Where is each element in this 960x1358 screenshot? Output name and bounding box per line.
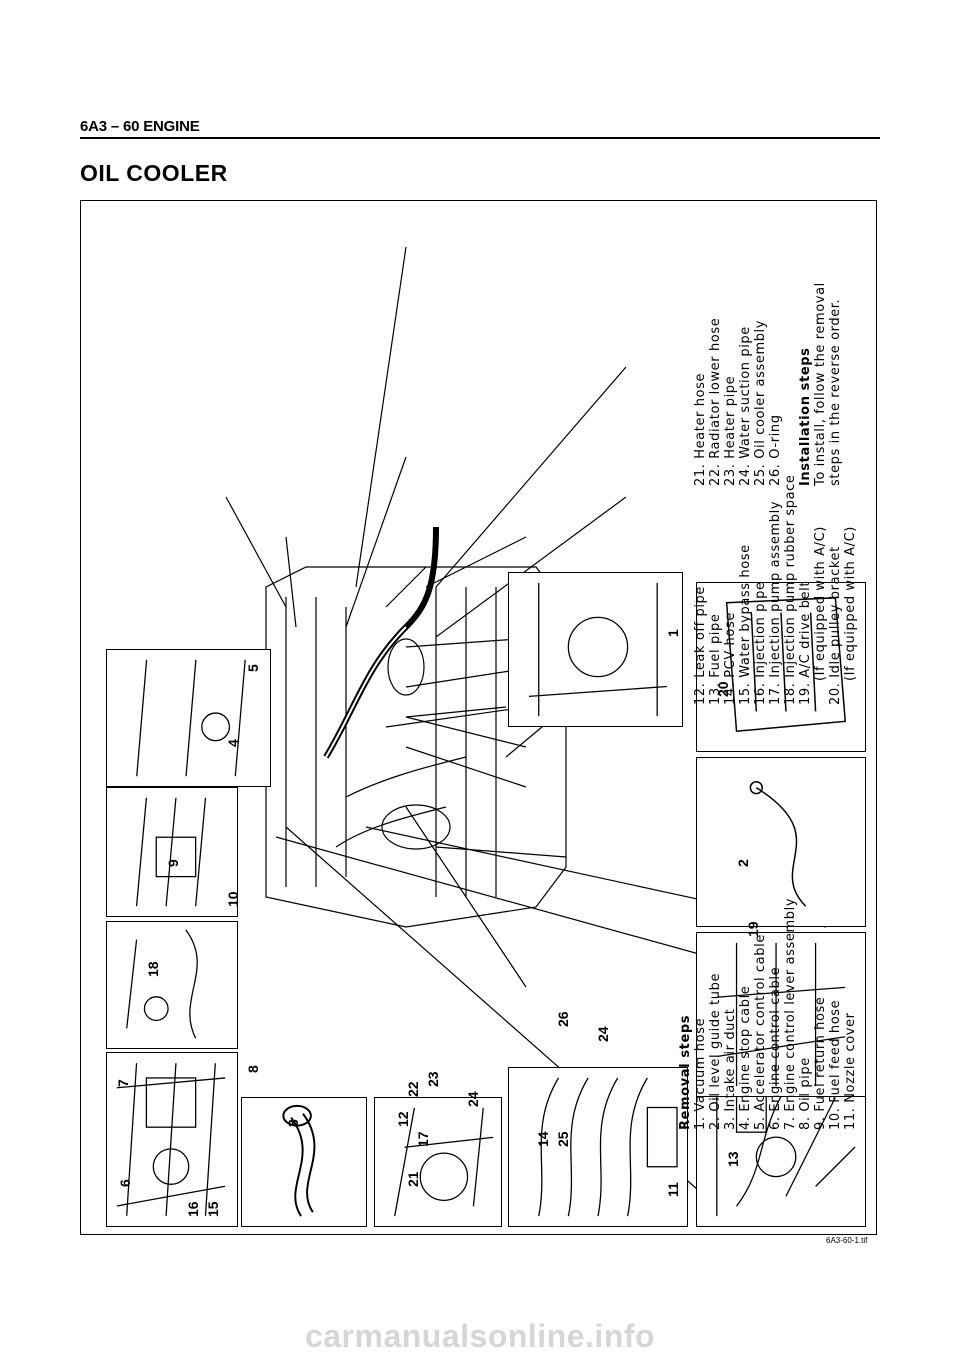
- removal-step: 7. Engine control lever assembly: [783, 897, 798, 1130]
- removal-step: 12. Leak off pipe: [693, 586, 708, 705]
- callout-7: 7: [115, 1079, 131, 1087]
- removal-heading-visible: Removal steps: [678, 1014, 693, 1130]
- figure-file-id: 6A3-60-1.tif: [826, 1236, 868, 1245]
- callout-24: 25: [555, 1131, 571, 1147]
- removal-step: 25. Oil cooler assembly: [753, 319, 768, 486]
- callout-25: 24: [595, 1026, 611, 1042]
- installation-line: To install, follow the removal: [813, 282, 828, 486]
- callout-12b: 12: [395, 1111, 411, 1127]
- callout-10: 10: [225, 891, 241, 907]
- removal-step: 13. Fuel pipe: [708, 613, 723, 705]
- callout-6: 6: [117, 1179, 133, 1187]
- removal-step: 2. Oil level guide tube: [708, 972, 723, 1130]
- inset-6-7-8: [106, 1052, 238, 1227]
- removal-step: 4. Engine stop cable: [738, 985, 753, 1130]
- callout-16: 14: [535, 1131, 551, 1147]
- removal-step-note: (If equipped with A/C): [813, 526, 828, 681]
- removal-step: 3. Intake air duct: [723, 1008, 738, 1130]
- figure-frame: [80, 200, 877, 1235]
- removal-steps-block: Removal steps 1. Vacuum hose 2. Oil leve…: [678, 880, 858, 1130]
- removal-step: 8. Oil pipe: [798, 1057, 813, 1130]
- header-rule: [80, 137, 880, 139]
- inset-2: [696, 757, 866, 927]
- callout-4: 4: [225, 739, 241, 747]
- removal-step: 20. Idle pulley bracket: [828, 546, 843, 705]
- callout-13: 17: [415, 1131, 431, 1147]
- callout-9: 9: [165, 859, 181, 867]
- oil-cooler-illustration: 13 14 11 17 12 3 7 8 6 15 16 18 9 10 4 5…: [106, 227, 866, 1227]
- callout-8: 8: [245, 1065, 261, 1073]
- inset-16: [508, 1067, 688, 1227]
- removal-step-note: (If equipped with A/C): [843, 526, 858, 681]
- removal-steps-col3: 21. Heater hose 22. Radiator lower hose …: [693, 236, 843, 486]
- removal-step: 26. O-ring: [768, 414, 783, 486]
- removal-step: 16. Injection pipe: [753, 581, 768, 705]
- removal-step: 14. PCV hose: [723, 612, 738, 705]
- removal-step: 15. Water bypass hose: [738, 544, 753, 705]
- page-title: OIL COOLER: [80, 160, 228, 186]
- inset-14: [106, 921, 238, 1049]
- removal-step: 19. A/C drive belt: [798, 580, 813, 705]
- callout-5: 5: [245, 664, 261, 672]
- removal-step: 6. Engine control cable: [768, 966, 783, 1130]
- removal-steps-col2: 12. Leak off pipe 13. Fuel pipe 14. PCV …: [693, 455, 858, 705]
- removal-step: 24. Water suction pipe: [738, 326, 753, 486]
- inset-3: [241, 1097, 367, 1227]
- page-header: 6A3 – 60 ENGINE: [80, 118, 200, 135]
- callout-22: 24: [465, 1091, 481, 1107]
- removal-step: 5. Accelerator control cable: [753, 934, 768, 1130]
- callout-21: 23: [425, 1071, 441, 1087]
- removal-step: 11. Nozzle cover: [843, 1012, 858, 1130]
- removal-step: 23. Heater pipe: [723, 375, 738, 486]
- removal-step: 18. Injection pump rubber space: [783, 474, 798, 705]
- callout-12a: 11: [665, 1182, 681, 1197]
- watermark-footer: carmanualsonline.info: [304, 1318, 656, 1354]
- callout-17: 15: [205, 1201, 221, 1217]
- removal-step: 10. Fuel feed hose: [828, 999, 843, 1130]
- callout-26: 26: [555, 1011, 571, 1027]
- removal-step: 1. Vacuum hose: [693, 1017, 708, 1130]
- callout-3: 3: [285, 1119, 301, 1127]
- steps-rotated-container-3: 21. Heater hose 22. Radiator lower hose …: [678, 0, 878, 486]
- removal-step: 22. Radiator lower hose: [708, 317, 723, 486]
- callout-14: 18: [145, 961, 161, 977]
- inset-11: [696, 582, 866, 752]
- callout-15: 13: [725, 1151, 741, 1167]
- callout-23: 22: [405, 1081, 421, 1097]
- inset-9-10: [106, 787, 238, 917]
- removal-step: 17. Injection pump assembly: [768, 500, 783, 705]
- inset-4-5: [106, 649, 271, 787]
- inset-1: [508, 572, 683, 727]
- removal-step: 9. Fuel return hose: [813, 996, 828, 1130]
- installation-heading: Installation steps: [798, 347, 813, 487]
- callout-20: 21: [405, 1171, 421, 1187]
- removal-step: 21. Heater hose: [693, 372, 708, 486]
- inset-19: [696, 932, 866, 1097]
- inset-13: [374, 1097, 502, 1227]
- installation-line: steps in the reverse order.: [828, 298, 843, 486]
- callout-18: 16: [185, 1201, 201, 1217]
